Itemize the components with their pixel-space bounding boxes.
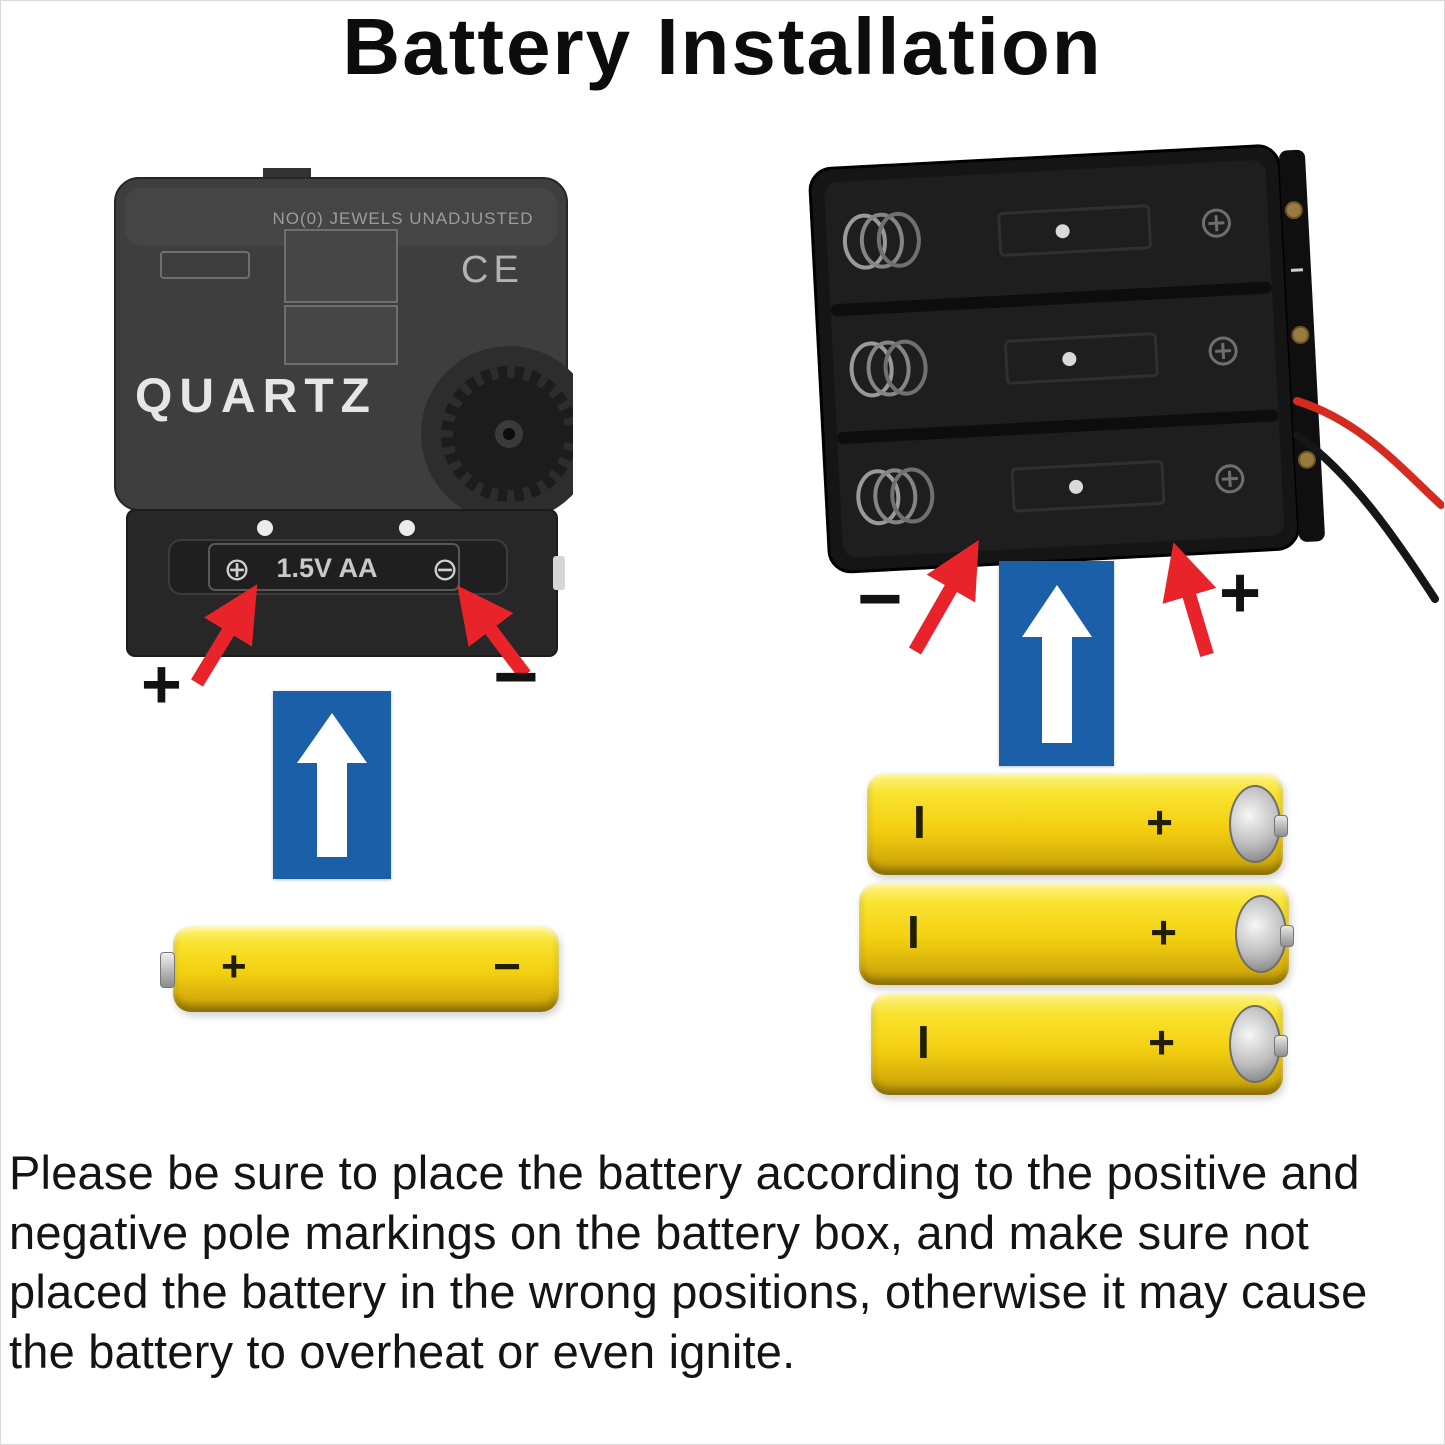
latch-icon [553,556,565,590]
up-arrow-icon [1021,584,1092,743]
solder-terminal-icon [1297,450,1316,469]
page-title: Battery Installation [342,2,1103,91]
holder-slot [842,204,1231,270]
quartz-movement: NO(0) JEWELS UNADJUSTED CE QUARTZ ⊕ 1.5V… [114,168,573,657]
spring-icon [856,467,935,526]
battery-positive-terminal [160,952,175,988]
spring-icon [842,211,921,270]
battery-positive-terminal [1229,1005,1288,1083]
warning-text: Please be sure to place the battery acco… [9,1146,1368,1379]
aa-battery: I + [871,993,1288,1095]
plus-terminal-icon [1215,464,1245,494]
screw-hole-icon [1062,352,1077,367]
battery-neg-mark: I [907,905,920,958]
plus-terminal-icon [1208,336,1238,366]
screw-hole-icon [1055,224,1070,239]
right-minus-label: − [857,554,903,642]
battery-positive-terminal [1235,895,1294,973]
slot-size-label: 1.5V AA [276,553,377,583]
slot-plus-mark: ⊕ [224,551,251,587]
ce-mark: CE [461,249,524,291]
battery-holder [808,144,1444,603]
gear-icon [441,366,573,502]
insert-direction-indicator-right [999,561,1114,766]
aa-battery: I + [859,883,1294,985]
battery-plus-mark: + [1148,1015,1175,1068]
battery-positive-terminal [1229,785,1288,863]
black-wire [1293,431,1439,603]
holder-slot [856,460,1245,526]
battery-plus-mark: + [1150,905,1177,958]
left-minus-label: − [493,632,539,720]
up-arrow-icon [297,713,367,857]
screw-hole-icon [399,520,415,536]
movement-brand: QUARTZ [135,370,377,423]
red-wire [1293,397,1444,509]
aa-battery: I + [867,773,1288,875]
spring-icon [849,339,928,398]
holder-slot [849,332,1238,398]
battery-plus-mark: + [221,942,247,991]
battery-minus-mark: − [492,940,521,994]
movement-top-text: NO(0) JEWELS UNADJUSTED [272,209,533,228]
left-plus-label: + [141,645,182,723]
screw-hole-icon [257,520,273,536]
solder-terminal-icon [1284,201,1303,220]
battery-plus-mark: + [1146,795,1173,848]
right-plus-label: + [1219,553,1262,633]
battery-neg-mark: I [917,1015,930,1068]
solder-terminal-icon [1291,325,1310,344]
aa-battery: + − [160,926,559,1012]
plus-terminal-icon [1201,208,1231,238]
slot-minus-mark: ⊖ [432,551,459,587]
insert-direction-indicator-left [273,691,391,879]
battery-neg-mark: I [913,795,926,848]
screw-hole-icon [1069,479,1084,494]
